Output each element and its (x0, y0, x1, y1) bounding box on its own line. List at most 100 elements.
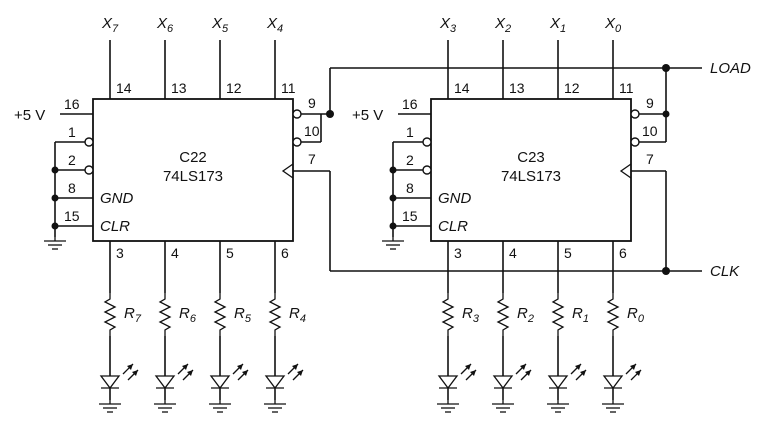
junction-dot (389, 194, 397, 202)
clr-pin-label: CLR (438, 218, 468, 235)
pin-label: 8 (68, 180, 76, 196)
resistor-label: R2 (517, 305, 534, 325)
clock-triangle (619, 163, 632, 179)
input-x1-label: X1 (549, 15, 566, 35)
resistor-label: R7 (124, 305, 142, 325)
resistor-r3 (442, 292, 454, 337)
pin-label: 5 (226, 245, 234, 261)
ground-symbol (153, 399, 177, 413)
chip-c22-part: 74LS173 (163, 168, 223, 185)
led-icon (265, 363, 304, 389)
vcc-label: +5 V (352, 107, 383, 124)
junction-dot (389, 166, 397, 174)
chip-c23-part: 74LS173 (501, 168, 561, 185)
pin-label: 3 (116, 245, 124, 261)
pin-bubble (422, 137, 432, 147)
resistor-label: R1 (572, 305, 589, 325)
chip-c22-outputs: 3 4 5 6 R7 R6 R5 R4 (98, 241, 306, 413)
load-bus: LOAD (329, 60, 751, 142)
resistor-r1 (552, 292, 564, 337)
pin-label: 1 (406, 124, 414, 140)
pin-label: 12 (564, 80, 580, 96)
led-icon (100, 363, 139, 389)
chip-c22-inputs: X7 X6 X5 X4 14 13 12 11 (101, 15, 296, 99)
chip-c23-left-pins: +5 V 16 1 2 8 GND 15 CLR (352, 96, 472, 250)
input-x0-label: X0 (604, 15, 622, 35)
pin-label: 16 (64, 96, 80, 112)
resistor-r7 (104, 292, 116, 337)
ground-symbol (98, 399, 122, 413)
pin-label: 2 (68, 152, 76, 168)
chip-c23-body (430, 98, 632, 242)
pin-label: 4 (509, 245, 517, 261)
chip-c22: C22 74LS173 X7 X6 X5 X4 14 13 12 11 +5 V… (14, 15, 334, 413)
pin-label: 15 (64, 208, 80, 224)
chip-c22-right-pins: 9 10 7 (281, 95, 334, 179)
pin-label: 11 (281, 80, 296, 96)
junction-dot (662, 64, 670, 72)
ground-symbol (491, 399, 515, 413)
pin-label: 6 (619, 245, 627, 261)
vcc-label: +5 V (14, 107, 45, 124)
input-x3-label: X3 (439, 15, 457, 35)
chip-c23-right-pins: 9 10 7 (619, 95, 670, 179)
pin-label: 15 (402, 208, 418, 224)
ground-symbol (436, 399, 460, 413)
led-icon (548, 363, 587, 389)
resistor-label: R0 (627, 305, 645, 325)
pin-label: 13 (509, 80, 525, 96)
input-x2-label: X2 (494, 15, 511, 35)
load-signal-label: LOAD (710, 60, 751, 77)
pin-label: 9 (646, 95, 654, 111)
chip-c22-body (92, 98, 294, 242)
ground-symbol (43, 236, 67, 250)
resistor-label: R6 (179, 305, 197, 325)
pin-label: 11 (619, 80, 634, 96)
input-x6-label: X6 (156, 15, 174, 35)
resistor-label: R5 (234, 305, 252, 325)
input-x5-label: X5 (211, 15, 229, 35)
ground-symbol (546, 399, 570, 413)
pin-label: 16 (402, 96, 418, 112)
resistor-r6 (159, 292, 171, 337)
clock-triangle (281, 163, 294, 179)
ground-symbol (263, 399, 287, 413)
pin-bubble (422, 165, 432, 175)
junction-dot (662, 267, 670, 275)
chip-c23-name: C23 (517, 149, 545, 166)
junction-dot (51, 166, 59, 174)
chip-c22-name: C22 (179, 149, 207, 166)
pin-label: 10 (304, 123, 320, 139)
led-icon (155, 363, 194, 389)
pin-label: 1 (68, 124, 76, 140)
pin-label: 10 (642, 123, 658, 139)
pin-label: 8 (406, 180, 414, 196)
pin-bubble (292, 137, 302, 147)
clk-signal-label: CLK (710, 263, 740, 280)
pin-bubble (630, 137, 640, 147)
pin-label: 2 (406, 152, 414, 168)
gnd-pin-label: GND (438, 190, 472, 207)
led-icon (493, 363, 532, 389)
ground-symbol (381, 236, 405, 250)
pin-label: 7 (308, 151, 316, 167)
pin-label: 14 (454, 80, 470, 96)
chip-c23: C23 74LS173 X3 X2 X1 X0 14 13 12 11 +5 V… (352, 15, 670, 413)
junction-dot (51, 222, 59, 230)
pin-bubble (84, 137, 94, 147)
resistor-r2 (497, 292, 509, 337)
pin-label: 3 (454, 245, 462, 261)
resistor-r4 (269, 292, 281, 337)
resistor-r0 (607, 292, 619, 337)
pin-label: 12 (226, 80, 242, 96)
pin-bubble (630, 109, 640, 119)
resistor-r5 (214, 292, 226, 337)
ground-symbol (208, 399, 232, 413)
pin-bubble (292, 109, 302, 119)
chip-c23-outputs: 3 4 5 6 R3 R2 R1 R0 (436, 241, 645, 413)
pin-label: 14 (116, 80, 132, 96)
resistor-label: R4 (289, 305, 306, 325)
pin-label: 7 (646, 151, 654, 167)
pin-label: 9 (308, 95, 316, 111)
